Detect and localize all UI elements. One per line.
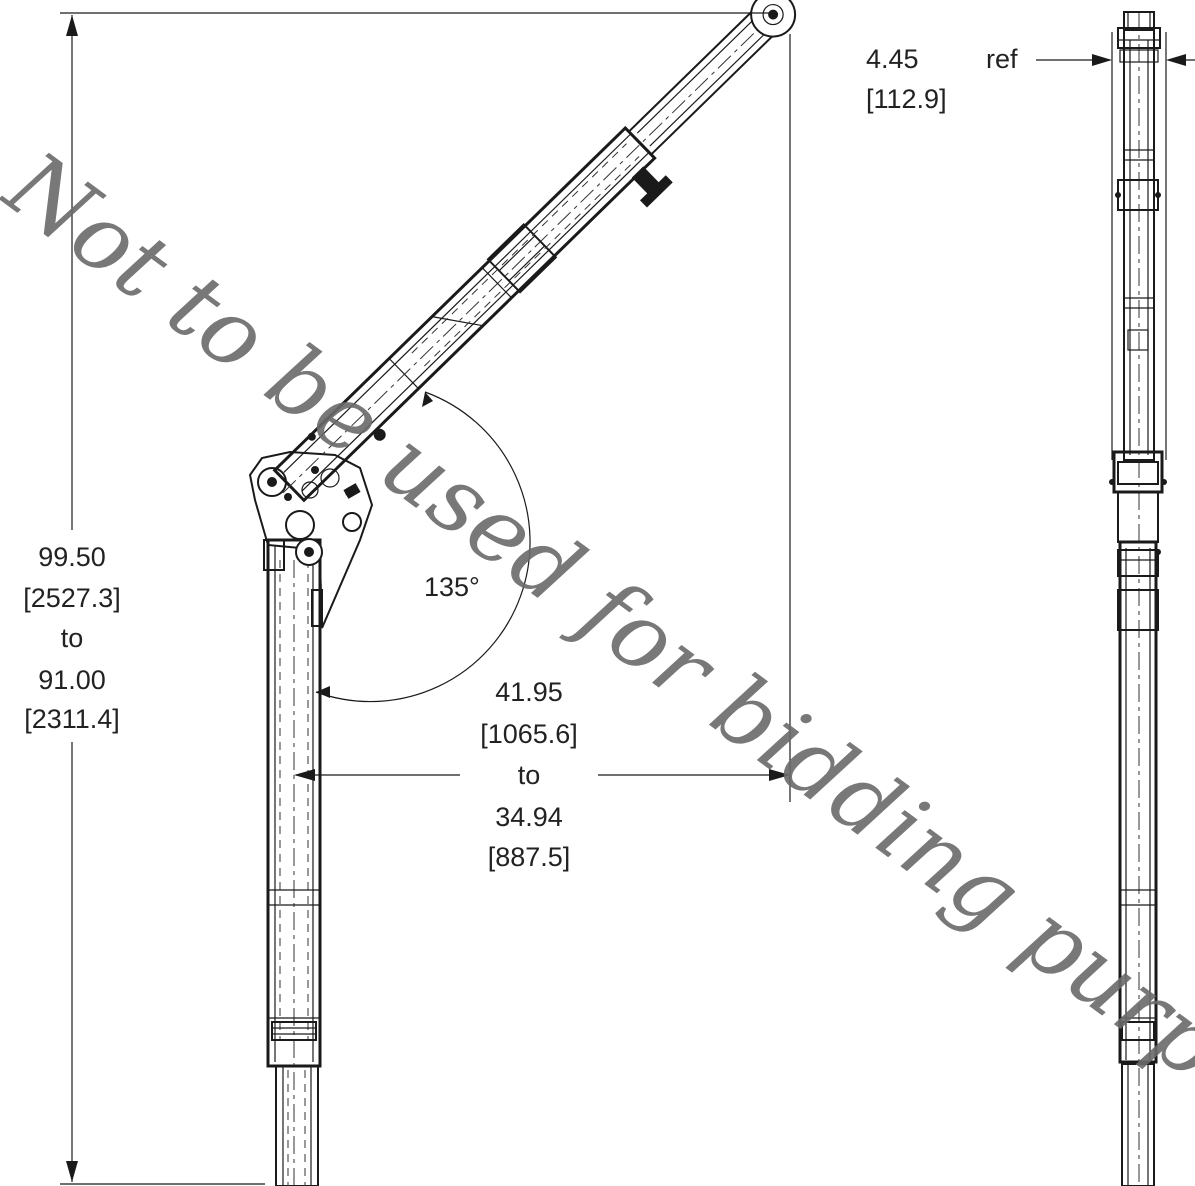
pivot-head <box>248 450 374 629</box>
height-min-metric: [2311.4] <box>24 704 120 734</box>
boom <box>272 0 797 503</box>
height-max: 99.50 <box>38 542 106 572</box>
reach-max: 41.95 <box>495 677 563 707</box>
watermark-text: Not to be used for bidding purposes <box>0 130 1195 1186</box>
height-joiner: to <box>61 623 84 653</box>
width-dimension-label: 4.45 ref [112.9] <box>866 44 1018 114</box>
height-dimension-label: 99.50 [2527.3] to 91.00 [2311.4] <box>23 542 121 734</box>
base-post <box>275 1065 319 1186</box>
height-max-metric: [2527.3] <box>23 583 121 613</box>
angle-label: 135° <box>424 572 480 602</box>
dimension-lines <box>60 12 1195 1185</box>
height-min: 91.00 <box>38 665 106 695</box>
reach-joiner: to <box>518 760 541 790</box>
width-metric: [112.9] <box>866 84 947 114</box>
width-value: 4.45 <box>866 44 919 74</box>
reach-min: 34.94 <box>495 802 563 832</box>
width-ref: ref <box>986 44 1018 74</box>
reach-min-metric: [887.5] <box>488 842 571 872</box>
mast <box>263 538 323 1186</box>
side-view <box>248 0 797 1186</box>
reach-dimension-label: 41.95 [1065.6] to 34.94 [887.5] <box>480 677 578 872</box>
reach-max-metric: [1065.6] <box>480 719 578 749</box>
angle-indicator <box>315 391 531 703</box>
end-view <box>1109 11 1167 1186</box>
